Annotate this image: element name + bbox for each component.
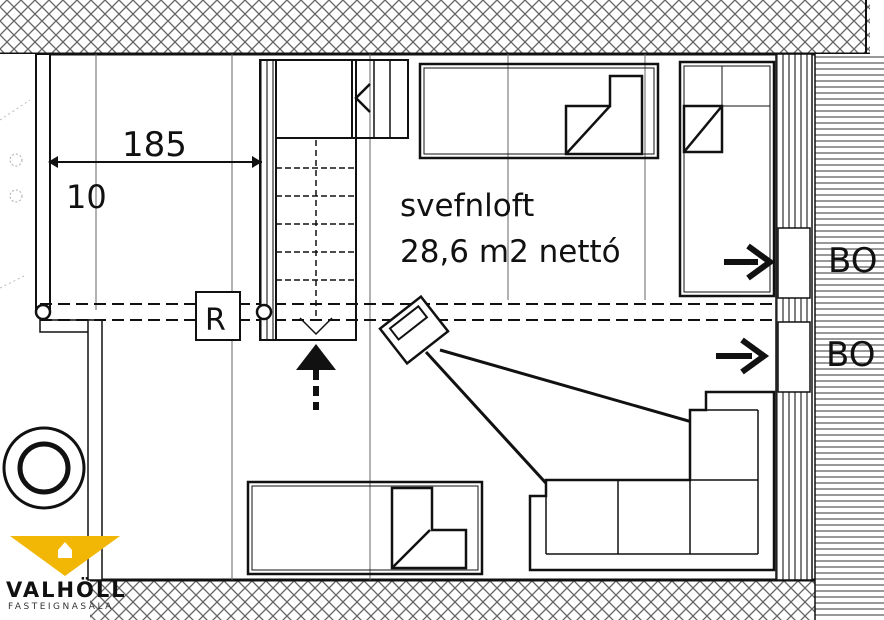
right-arrow-1 bbox=[724, 243, 776, 281]
exterior-siding bbox=[815, 54, 884, 620]
room-area: 28,6 m2 nettó bbox=[400, 234, 621, 270]
door-label-1: BO bbox=[828, 241, 878, 281]
stair-wall bbox=[259, 59, 277, 341]
r-symbol-label: R bbox=[205, 303, 226, 338]
right-wall bbox=[775, 53, 813, 581]
right-arrow-2 bbox=[716, 337, 770, 375]
bed-right bbox=[678, 60, 776, 298]
bed-bottom bbox=[246, 480, 484, 576]
stair-up-arrow bbox=[296, 344, 336, 410]
logo-name: VALHÖLL bbox=[6, 578, 127, 602]
dimension-10-label: 10 bbox=[66, 178, 107, 216]
valholl-logo bbox=[10, 536, 120, 576]
left-wall bbox=[35, 53, 51, 313]
room-name: svefnloft bbox=[400, 188, 534, 224]
dimension-185 bbox=[48, 156, 262, 168]
lower-left-wall bbox=[39, 319, 91, 333]
round-fixture bbox=[2, 426, 86, 510]
roof-hatch-top bbox=[0, 0, 870, 54]
left-dotted-area bbox=[0, 54, 36, 304]
sofa bbox=[528, 390, 776, 572]
bed-top bbox=[418, 62, 660, 160]
dimension-185-label: 185 bbox=[122, 125, 187, 165]
r-symbol-box bbox=[195, 291, 241, 341]
door-label-2: BO bbox=[826, 335, 876, 375]
logo-tagline: FASTEIGNASALA bbox=[8, 602, 114, 612]
roof-hatch-bottom bbox=[90, 580, 870, 620]
staircase bbox=[275, 59, 409, 341]
